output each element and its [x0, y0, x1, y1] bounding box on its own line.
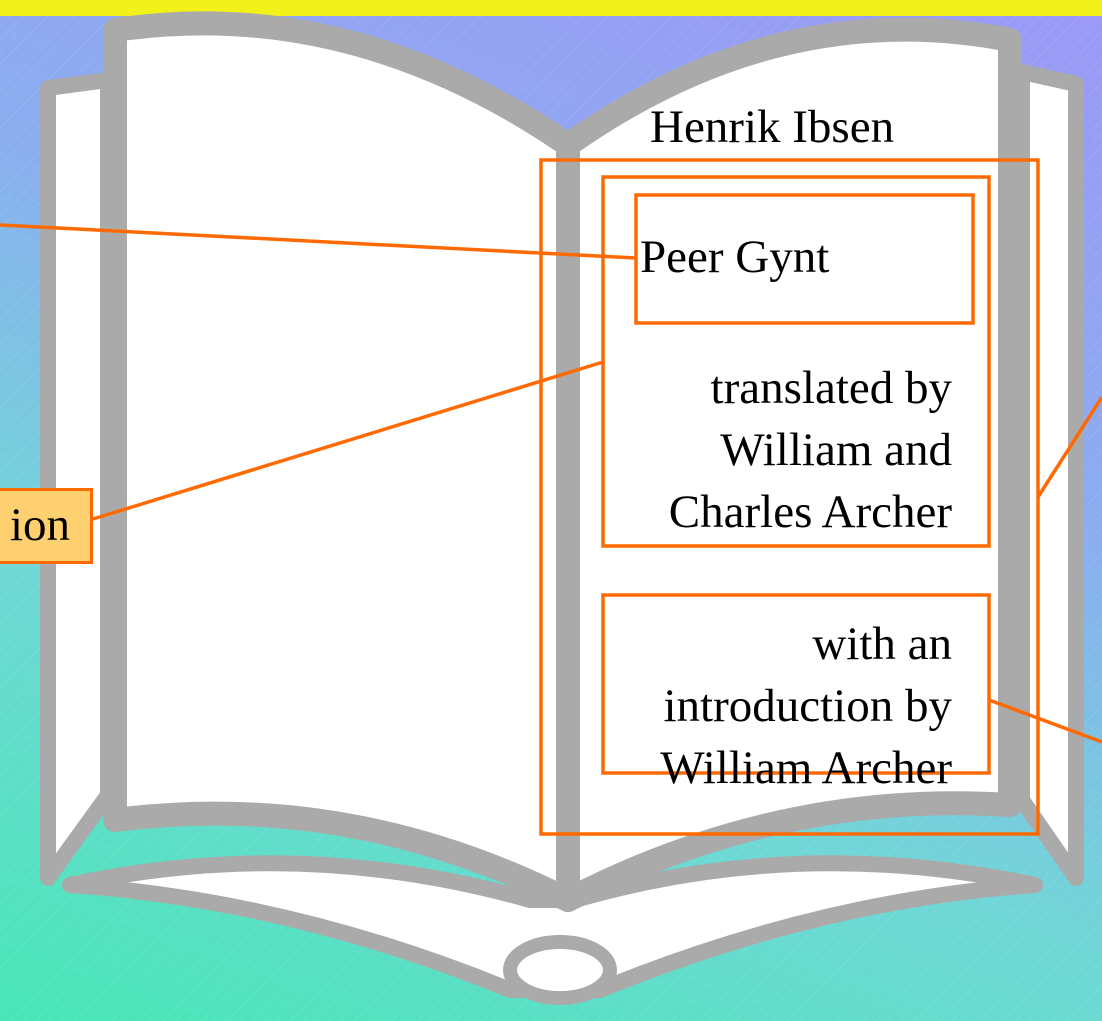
translation-line-2: William and	[720, 424, 952, 476]
spine-bottom	[503, 935, 617, 1005]
outer-box-connector-line	[1036, 396, 1102, 498]
title-label: Peer Gynt	[640, 231, 830, 283]
book-base	[62, 855, 1043, 998]
translation-line-3: Charles Archer	[668, 486, 952, 538]
title-box	[634, 193, 975, 325]
title-connector-line	[0, 223, 637, 260]
author-label: Henrik Ibsen	[650, 101, 895, 153]
introduction-connector-line	[988, 698, 1102, 744]
right-back-pages	[1014, 64, 1084, 886]
right-page	[556, 17, 1022, 912]
callout-box: ion	[0, 488, 93, 564]
top-bar	[0, 0, 1102, 16]
introduction-line-2: introduction by	[663, 680, 953, 732]
callout-label: ion	[9, 499, 70, 551]
left-back-pages	[40, 72, 116, 886]
translation-line-1: translated by	[710, 362, 952, 414]
introduction-line-1: with an	[812, 618, 952, 670]
left-page	[103, 11, 580, 912]
callout-connector-line	[92, 360, 604, 521]
introduction-box	[601, 593, 991, 775]
title-page-box	[601, 175, 991, 548]
introduction-line-3: William Archer	[660, 742, 952, 794]
